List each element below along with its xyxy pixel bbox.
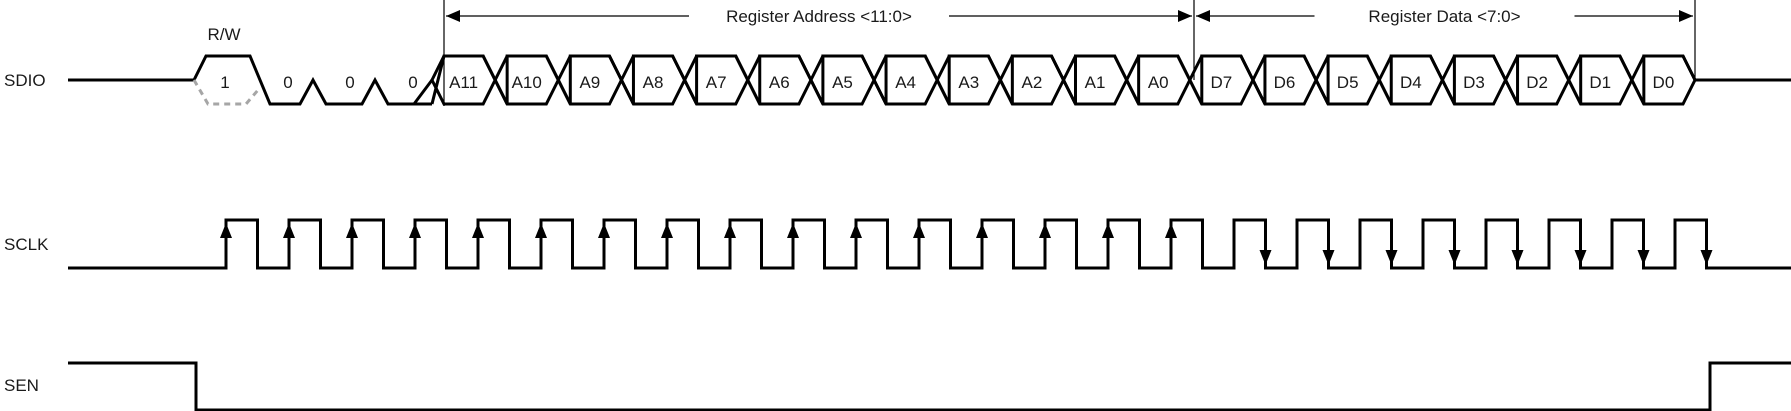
rw-label: R/W [207,25,240,44]
address-bit-label: A0 [1148,73,1169,92]
rising-edge-arrow [598,223,610,238]
rw-value: 1 [220,73,229,92]
rising-edge-arrow [1039,223,1051,238]
sclk-label: SCLK [4,235,49,254]
rw-dashed-outline [192,79,260,106]
data-bit-label: D1 [1589,73,1611,92]
rising-edge-arrow [1165,223,1177,238]
falling-edge-arrow [1700,250,1713,265]
rising-edge-arrow [976,223,988,238]
address-span-label: Register Address <11:0> [726,7,912,26]
sdio-lead-line [68,54,432,106]
falling-edge-arrow [1637,250,1650,265]
sen-waveform [68,361,1791,411]
rising-edge-arrow [535,223,547,238]
address-span-arrow-left [446,10,460,22]
falling-edge-arrow [1448,250,1461,265]
data-bit-label: D0 [1653,73,1675,92]
rising-edge-arrow [220,223,232,238]
rising-edge-arrow [409,223,421,238]
data-span-label: Register Data <7:0> [1368,7,1520,26]
falling-edge-arrow [1322,250,1335,265]
falling-edge-arrow [1259,250,1272,265]
address-bit-label: A8 [643,73,664,92]
rising-edge-arrow [913,223,925,238]
sen-line [68,361,1791,411]
sdio-waveform: 1 0 0 0 A11 A10 A9 A8 A7 A6 A5 A4 A3 A2 A1 A0 D7 D6 D5 D4 D3… [68,54,1791,106]
sen-label: SEN [4,376,39,395]
data-bit-label: D6 [1274,73,1296,92]
address-bit-label: A2 [1022,73,1043,92]
address-bit-label: A1 [1085,73,1106,92]
falling-edge-arrow [1385,250,1398,265]
rising-edge-arrow [472,223,484,238]
data-bit-label: D3 [1463,73,1485,92]
address-bit-label: A4 [895,73,916,92]
data-bit-label: D4 [1400,73,1422,92]
falling-edge-arrow [1574,250,1587,265]
address-bit-label: A11 [449,73,478,92]
data-span-arrow-right [1679,10,1693,22]
sclk-waveform [68,218,1791,270]
address-bit-label: A10 [512,73,542,92]
rising-edge-arrow [283,223,295,238]
address-bit-label: A5 [832,73,853,92]
rising-edge-arrow [787,223,799,238]
data-bit-label: D7 [1211,73,1233,92]
zero-bit-2: 0 [408,73,417,92]
data-span-arrow-left [1196,10,1210,22]
address-bit-label: A9 [579,73,600,92]
sclk-line [68,218,1791,270]
rising-edge-arrow [1102,223,1114,238]
rising-edge-arrow [850,223,862,238]
rising-edge-arrow [346,223,358,238]
zero-bit-1: 0 [345,73,354,92]
address-bit-label: A6 [769,73,790,92]
sdio-label: SDIO [4,71,46,90]
address-bit-label: A7 [706,73,727,92]
rising-edge-arrow [661,223,673,238]
address-span-arrow-right [1178,10,1192,22]
address-bit-label: A3 [958,73,979,92]
bit-span-annotations: Register Address <11:0> Register Data <7:… [443,0,1696,106]
data-bit-label: D5 [1337,73,1359,92]
bus-entry-edge [412,79,434,105]
zero-bit-0: 0 [283,73,292,92]
data-bit-label: D2 [1526,73,1548,92]
falling-edge-arrow [1511,250,1524,265]
rising-edge-arrow [724,223,736,238]
